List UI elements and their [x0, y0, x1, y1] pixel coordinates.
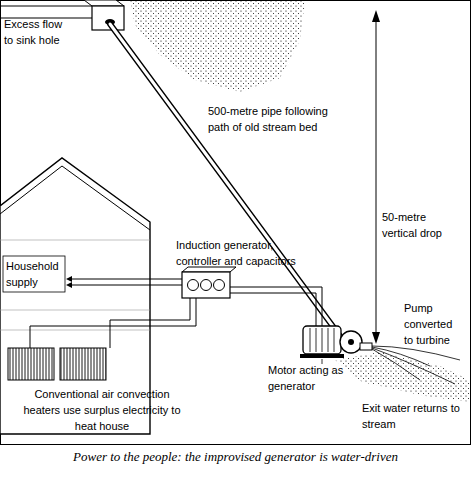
- pump-outlet: [360, 343, 372, 350]
- motor-fin: [334, 328, 335, 352]
- dial: [214, 280, 225, 291]
- supply-panel: [3, 256, 65, 292]
- motor-fin: [316, 328, 317, 352]
- exit-water: [372, 348, 455, 384]
- callout-label: Household supply: [6, 258, 66, 290]
- arrow-head: [66, 276, 72, 282]
- drop-dimension-line: [376, 20, 377, 334]
- callout-label: Motor acting as generator: [268, 362, 354, 394]
- motor-base: [300, 354, 344, 358]
- figure-caption: Power to the people: the improvised gene…: [0, 449, 471, 465]
- convection-heater: [8, 348, 54, 380]
- generator-cable: [230, 287, 322, 326]
- channel-edge: [0, 5, 92, 6]
- pump-turbine: [340, 331, 362, 353]
- arrow-head: [66, 282, 72, 288]
- callout-label: Exit water returns to stream: [362, 400, 462, 432]
- supply-wire: [70, 285, 182, 286]
- supply-wire: [70, 279, 182, 280]
- callout-label: 50-metre vertical drop: [382, 209, 454, 241]
- exit-water: [372, 349, 420, 380]
- motor-fin: [310, 328, 311, 352]
- intake-box-top: [84, 0, 124, 6]
- leader-line: [322, 359, 323, 364]
- motor-body: [303, 326, 341, 354]
- arrow-head: [372, 332, 380, 344]
- convection-heater: [60, 348, 106, 380]
- motor-fin: [328, 328, 329, 352]
- intake-box: [92, 6, 124, 30]
- heater-wire: [30, 298, 196, 348]
- callout-label: Pump converted to turbine: [404, 300, 462, 348]
- controller-box: [182, 272, 230, 298]
- callout-label: 500-metre pipe following path of old str…: [208, 103, 336, 135]
- rocky-slope: [130, 0, 305, 92]
- wall-siding: [0, 240, 150, 241]
- callout-label: Excess flow to sink hole: [4, 16, 70, 48]
- roof-edge: [0, 166, 62, 214]
- dial: [201, 280, 212, 291]
- roof-edge: [62, 166, 150, 230]
- exit-water: [372, 347, 430, 366]
- generator-cable: [230, 293, 316, 326]
- controller-top: [182, 267, 236, 272]
- figure-frame: [1, 1, 471, 445]
- wall-siding: [0, 310, 150, 311]
- dial: [188, 280, 199, 291]
- heater-wire: [110, 298, 190, 348]
- stream-bed: [335, 352, 470, 402]
- arrow-head: [372, 10, 380, 22]
- motor-fin: [322, 328, 323, 352]
- pump-hub: [348, 339, 354, 345]
- callout-label: Induction generator, controller and capa…: [176, 237, 308, 269]
- exit-water: [372, 346, 460, 360]
- callout-label: Conventional air convection heaters use …: [22, 386, 182, 434]
- wall-siding: [0, 330, 150, 331]
